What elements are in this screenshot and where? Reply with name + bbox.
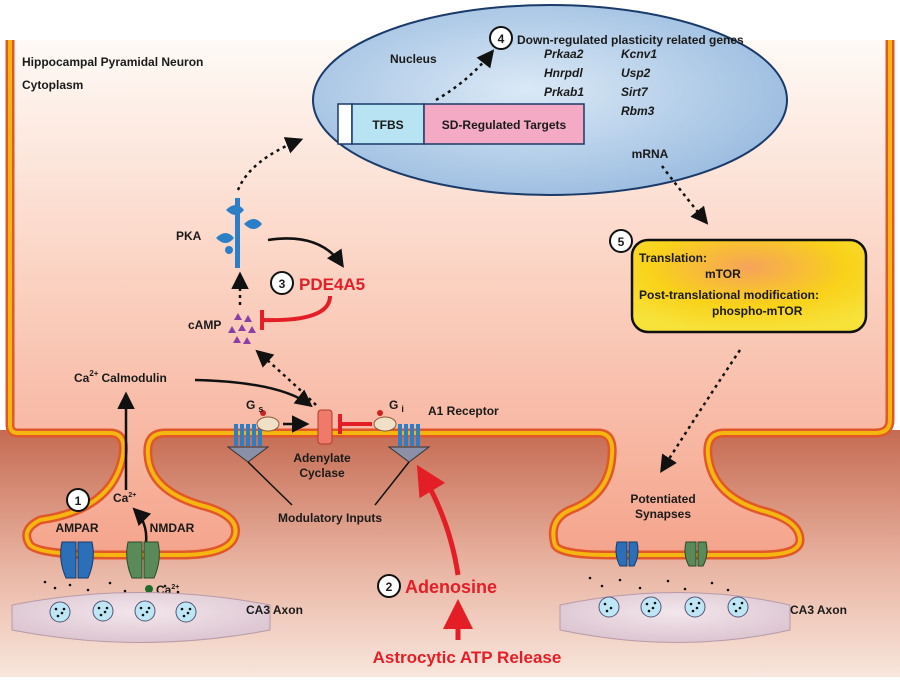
modulatory-line-right [374,461,410,506]
nmdar-label: NMDAR [150,521,195,535]
dna-left-strand [337,103,353,145]
a1-receptor-label: A1 Receptor [428,404,499,418]
title-line2: Cytoplasm [22,78,83,92]
translation-line2: mTOR [705,267,741,281]
step3-number: 3 [279,277,286,291]
modulatory-input-triangle-left [226,446,270,463]
ca3-axon-label-left: CA3 Axon [246,603,303,617]
arrow-calmodulin-to-cyclase [194,378,313,408]
camp-molecules-icon [228,313,256,344]
step5-badge [609,229,633,253]
step1-badge [66,488,90,512]
step2-number: 2 [386,580,393,594]
ampar-label: AMPAR [55,521,98,535]
step3-badge [270,271,294,295]
pde4a5-label: PDE4A5 [299,275,365,294]
adenosine-label: Adenosine [405,577,497,597]
gs-protein-icon [256,410,280,432]
tfbs-box [351,103,425,145]
gene-1: Prkaa2 [544,47,584,61]
translation-line4: phospho-mTOR [712,304,803,318]
ampar-receptor-right-icon [615,541,639,567]
pka-icon [216,198,262,268]
modulatory-inputs-label: Modulatory Inputs [278,511,382,525]
camp-label: cAMP [188,318,221,332]
gs-receptor-icon [234,424,262,446]
step1-number: 1 [75,494,82,508]
adenylate-label: Adenylate [293,451,351,465]
membrane-inner [8,40,892,557]
ca3-axon-label-right: CA3 Axon [790,603,847,617]
tfbs-label: TFBS [372,118,403,132]
modulatory-line-left [247,461,293,506]
pde-inhibition-line [261,295,332,323]
ca-calmodulin-label: Ca2+Calmodulin [74,369,167,385]
ca3-axon-right [559,592,791,643]
nmdar-receptor-right-icon [684,541,708,567]
arrow-mrna-to-translation [661,165,709,225]
nucleus [312,4,788,196]
potentiated-line1: Potentiated [630,492,695,506]
potentiated-line2: Synapses [635,507,691,521]
gene-7: Rbm3 [621,104,655,118]
mrna-label: mRNA [632,147,669,161]
title-line1: Hippocampal Pyramidal Neuron [22,55,203,69]
vesicles-left-icon [43,580,197,623]
ca-ion-icon [145,585,153,593]
gi-protein-icon [373,410,397,432]
ca-label-spine: Ca2+ [113,491,136,505]
nmdar-receptor-icon [126,541,160,579]
cyclase-label: Cyclase [299,466,345,480]
arrow-translation-to-synapse [660,349,742,473]
pka-label: PKA [176,229,202,243]
arrow-targets-to-genes [435,49,495,102]
gene-2: Hnrpdl [544,66,583,80]
translation-line1: Translation: [639,251,707,265]
adenylate-cyclase-icon [317,409,333,445]
targets-box [423,103,585,145]
ampar-receptor-icon [60,541,94,579]
step2-badge [377,574,401,598]
gene-3: Prkab1 [544,85,584,99]
step4-number: 4 [498,32,505,46]
astrocytic-atp-label: Astrocytic ATP Release [373,648,562,667]
translation-line3: Post-translational modification: [639,288,819,302]
gene-4: Kcnv1 [621,47,657,61]
targets-label: SD-Regulated Targets [442,118,567,132]
nucleus-heading: Down-regulated plasticity related genes [517,33,744,47]
step5-number: 5 [618,235,625,249]
step4-badge [489,26,513,50]
nucleus-label: Nucleus [390,52,437,66]
modulatory-input-triangle-right [387,446,431,463]
translation-box [630,238,868,334]
arrow-pka-to-nucleus [236,137,304,191]
gene-6: Sirt7 [621,85,649,99]
arrow-pka-to-pde [267,237,344,268]
vesicles-right-icon [588,576,749,618]
a1-receptor-icon [398,424,420,446]
arrow-cyclase-to-camp [255,349,317,406]
gene-5: Usp2 [621,66,651,80]
arrow-adenosine-to-receptor [416,464,461,576]
